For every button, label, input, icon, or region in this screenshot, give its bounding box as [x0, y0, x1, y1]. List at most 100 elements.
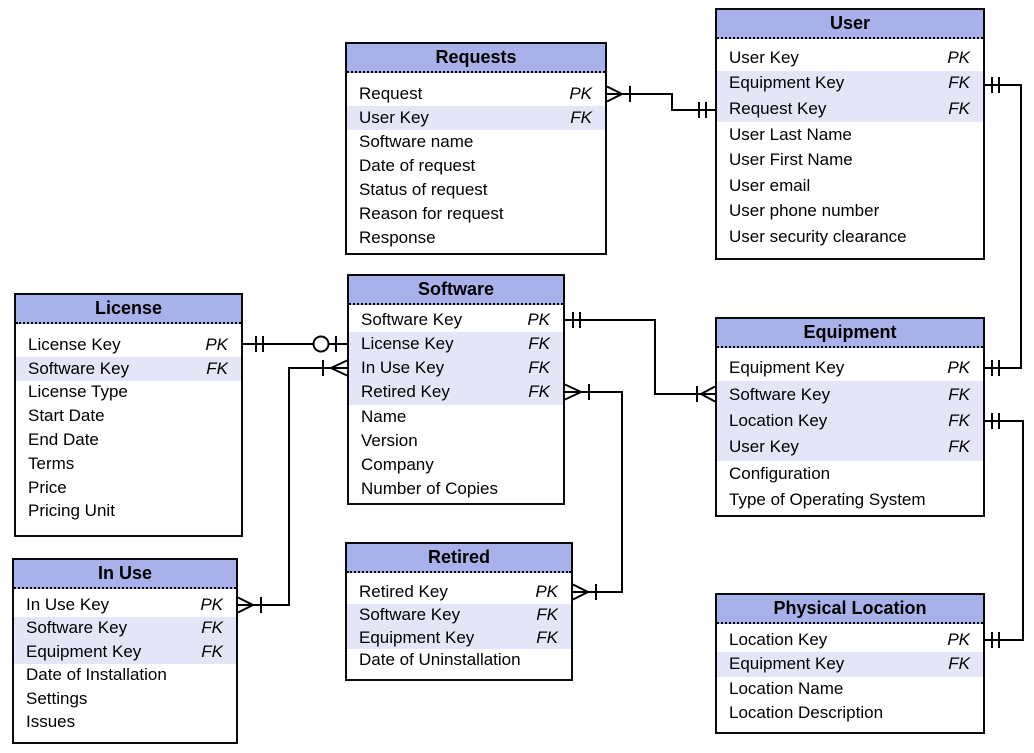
attribute-row-date-of-request: Date of request	[347, 154, 605, 178]
attribute-key-type: FK	[948, 98, 970, 118]
connector-software-retired	[564, 383, 623, 601]
attribute-row-software-name: Software name	[347, 130, 605, 154]
attribute-label: In Use Key	[361, 358, 445, 378]
one-and-only-one-icon	[991, 77, 1000, 93]
attribute-row-user-security-clearance: User security clearance	[717, 224, 983, 250]
attribute-row-type-of-operating-system: Type of Operating System	[717, 487, 983, 513]
entity-retired-title: Retired	[347, 544, 571, 573]
attribute-label: Start Date	[28, 406, 105, 426]
attribute-row-request-key: Request Key FK	[717, 96, 983, 122]
attribute-row-company: Company	[349, 453, 563, 477]
attribute-row-number-of-copies: Number of Copies	[349, 477, 563, 501]
attribute-key-type: FK	[948, 384, 970, 404]
attribute-row-user-last-name: User Last Name	[717, 122, 983, 148]
attribute-row-license-type: License Type	[16, 381, 241, 405]
attribute-key-type: PK	[205, 334, 228, 354]
attribute-key-type: FK	[536, 605, 558, 625]
attribute-label: In Use Key	[26, 594, 110, 614]
attribute-row-retired-key: Retired Key PK	[347, 581, 571, 604]
attribute-row-user-first-name: User First Name	[717, 147, 983, 173]
crow-foot-many-icon	[606, 85, 623, 103]
attribute-label: User security clearance	[729, 226, 907, 246]
attribute-label: License Type	[28, 382, 128, 402]
attribute-label: Terms	[28, 453, 75, 473]
attribute-key-type: FK	[948, 73, 970, 93]
attribute-key-type: FK	[536, 627, 558, 647]
attribute-label: Settings	[26, 688, 88, 708]
attribute-label: Type of Operating System	[729, 490, 926, 510]
attribute-label: Location Description	[729, 703, 884, 723]
attribute-label: Equipment Key	[729, 358, 845, 378]
attribute-key-type: PK	[947, 630, 970, 650]
attribute-label: Company	[361, 454, 434, 474]
attribute-label: Location Key	[729, 630, 828, 650]
attribute-label: Retired Key	[361, 382, 450, 402]
attribute-label: Reason for request	[359, 204, 504, 223]
crow-foot-many-icon	[572, 583, 589, 601]
attribute-key-type: FK	[570, 108, 592, 127]
attribute-label: Pricing Unit	[28, 501, 115, 521]
attribute-label: Software Key	[28, 358, 130, 378]
attribute-label: Equipment Key	[729, 73, 845, 93]
attribute-label: Number of Copies	[361, 479, 499, 499]
attribute-label: Request Key	[729, 98, 827, 118]
crow-foot-many-icon	[237, 596, 254, 614]
entity-physical-location-title: Physical Location	[717, 595, 983, 624]
attribute-key-type: PK	[569, 84, 592, 103]
attribute-key-type: FK	[948, 654, 970, 674]
attribute-label: Location Name	[729, 678, 844, 698]
attribute-label: License Key	[361, 334, 454, 354]
attribute-label: User Key	[729, 437, 799, 457]
attribute-label: User Key	[729, 47, 799, 67]
attribute-key-type: FK	[528, 334, 550, 354]
attribute-label: Software Key	[359, 605, 461, 625]
attribute-label: Date of request	[359, 156, 476, 175]
attribute-row-equipment-key: Equipment Key FK	[717, 70, 983, 97]
attribute-label: Location Key	[729, 410, 828, 430]
attribute-label: Software Key	[729, 384, 831, 404]
attribute-label: Version	[361, 430, 418, 450]
attribute-label: Price	[28, 477, 67, 497]
attribute-key-type: PK	[527, 310, 550, 330]
attribute-row-location-name: Location Name	[717, 677, 983, 701]
attribute-row-reason-for-request: Reason for request	[347, 202, 605, 226]
attribute-row-name: Name	[349, 405, 563, 429]
connector-requests-user	[606, 85, 715, 118]
attribute-row-location-description: Location Description	[717, 701, 983, 725]
one-and-only-one-icon	[991, 413, 1000, 429]
attribute-label: Configuration	[729, 463, 831, 483]
attribute-row-date-of-uninstallation: Date of Uninstallation	[347, 649, 571, 672]
attribute-label: Retired Key	[359, 582, 448, 602]
attribute-row-response: Response	[347, 226, 605, 250]
attribute-key-type: PK	[535, 582, 558, 602]
attribute-row-status-of-request: Status of request	[347, 178, 605, 202]
entity-in-use-title: In Use	[14, 560, 236, 589]
crow-foot-many-icon	[564, 383, 582, 401]
connector-license-software	[243, 335, 347, 353]
attribute-label: Name	[361, 406, 407, 426]
connector-user-equipment	[985, 77, 1022, 376]
crow-foot-many-icon	[700, 385, 716, 403]
attribute-row-software-key: Software Key FK	[717, 381, 983, 408]
